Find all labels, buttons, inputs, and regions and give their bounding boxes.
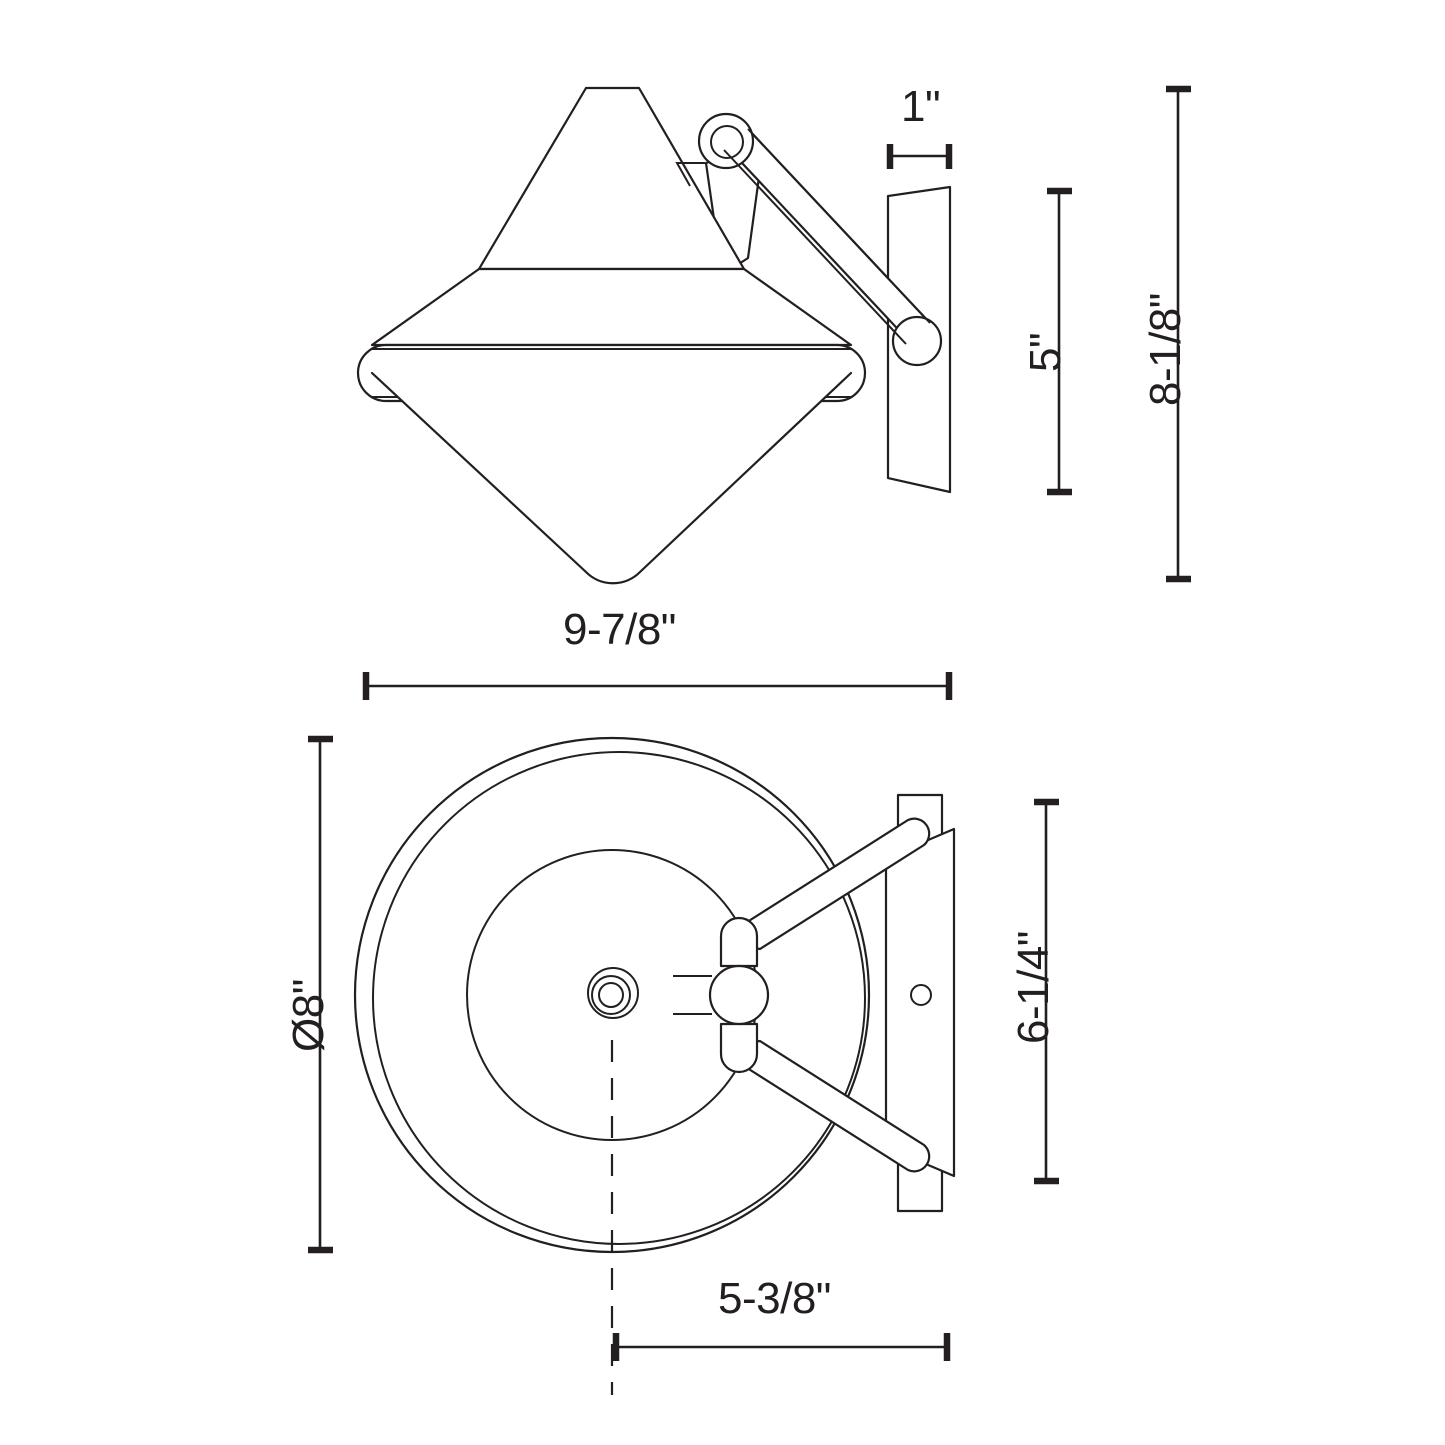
dim-label-mount-offset: 5-3/8": [718, 1274, 831, 1323]
plan-mounting-hole: [910, 984, 932, 1006]
plan-view: [353, 736, 956, 1395]
plan-lower-arm: [728, 1039, 931, 1173]
dim-arm-drop-height: [1047, 187, 1072, 496]
plan-lower-elbow: [719, 1022, 759, 1074]
side-elevation-view: [356, 86, 952, 585]
arm-tube-upper-edge: [747, 128, 931, 324]
plan-upper-arm: [728, 817, 931, 951]
plan-upper-elbow: [719, 916, 759, 968]
dim-shade-diameter: [308, 735, 333, 1254]
dim-label-backplate-height: 6-1/4": [1009, 931, 1058, 1044]
dim-mount-offset: [612, 1333, 951, 1361]
dim-backplate-height: [1034, 798, 1059, 1185]
arm-pivot-ball-inner: [710, 125, 744, 159]
plan-shade-outer-rim-inner: [372, 751, 866, 1245]
dim-label-overall-projection: 9-7/8": [563, 605, 676, 654]
dim-overall-projection: [362, 672, 953, 700]
dim-backplate-depth: [886, 144, 953, 169]
arm-tube-lower-edge: [723, 149, 907, 345]
shade-upper-cone: [477, 86, 746, 271]
plan-joint-ball: [708, 964, 770, 1026]
plan-socket-inner-ring: [598, 982, 624, 1008]
dim-overall-height: [1166, 85, 1191, 583]
arm-wall-ball: [891, 315, 943, 367]
dim-label-shade-diameter: Ø8": [284, 979, 333, 1052]
shade-mid-flare: [370, 267, 853, 347]
shade-arm-notch: [675, 162, 705, 187]
shade-lower-cone: [370, 371, 853, 585]
dim-label-overall-height: 8-1/8": [1141, 293, 1190, 406]
dim-label-backplate-depth: 1": [901, 82, 941, 131]
dim-label-arm-drop-height: 5": [1021, 332, 1070, 372]
